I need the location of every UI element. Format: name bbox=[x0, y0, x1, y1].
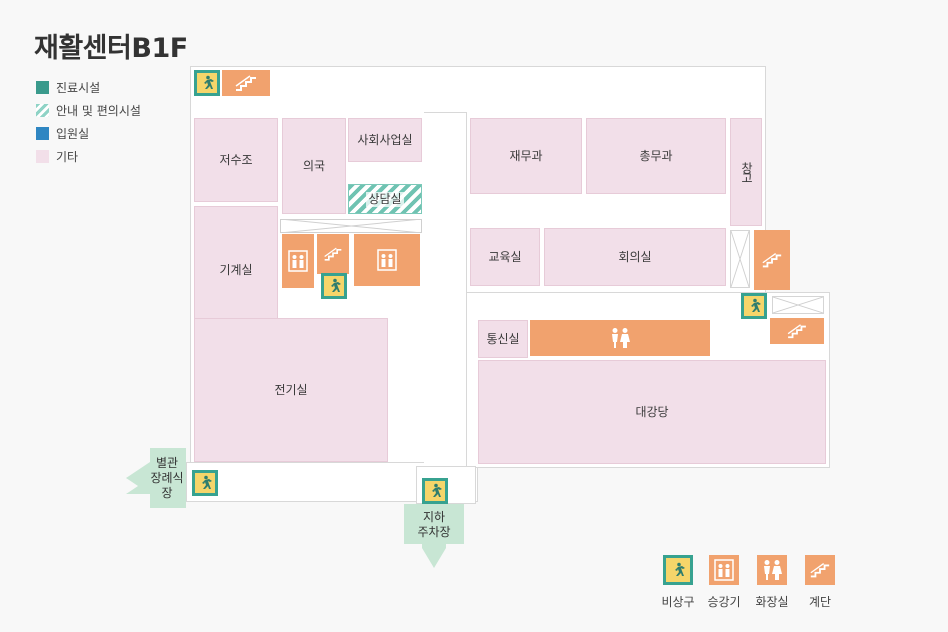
legend-item-clinic: 진료시설 bbox=[36, 76, 141, 99]
legend-item-info: 안내 및 편의시설 bbox=[36, 99, 141, 122]
emergency-exit-bottom-left[interactable] bbox=[192, 470, 218, 496]
room-social[interactable]: 사회사업실 bbox=[348, 118, 422, 162]
restroom[interactable] bbox=[530, 320, 710, 356]
key-label: 화장실 bbox=[755, 595, 789, 609]
stairs-icon bbox=[235, 75, 256, 91]
emergency-exit-center[interactable] bbox=[321, 273, 347, 299]
restroom-icon bbox=[612, 328, 630, 348]
emergency-exit-right[interactable] bbox=[741, 293, 767, 319]
stairs-top-left[interactable] bbox=[222, 70, 270, 96]
stairs-right[interactable] bbox=[754, 230, 790, 290]
room-label: 창고 bbox=[739, 162, 754, 182]
legend-item-ward: 입원실 bbox=[36, 122, 141, 145]
stairs-icon bbox=[787, 324, 806, 339]
arrow-down-icon bbox=[404, 504, 464, 568]
running-person-icon bbox=[204, 75, 214, 89]
key-label: 비상구 bbox=[661, 595, 695, 609]
room-counsel[interactable]: 상담실 bbox=[348, 184, 422, 214]
stairs-lower-right[interactable] bbox=[770, 318, 824, 344]
room-meeting[interactable]: 회의실 bbox=[544, 228, 726, 286]
elevator-icon bbox=[288, 250, 308, 272]
key-exit: 비상구 bbox=[658, 555, 698, 610]
room-label: 의국 bbox=[302, 158, 326, 173]
room-comm[interactable]: 통신실 bbox=[478, 320, 528, 358]
room-label: 회의실 bbox=[618, 249, 652, 264]
room-label: 재무과 bbox=[509, 148, 543, 163]
legend-swatch-info bbox=[36, 104, 49, 117]
key-stairs-box bbox=[805, 555, 835, 585]
direction-annex[interactable]: 별관 장례식장 bbox=[126, 448, 186, 508]
legend-label: 안내 및 편의시설 bbox=[56, 104, 141, 118]
floor-center-corridor bbox=[424, 112, 470, 468]
stairs-icon bbox=[762, 253, 782, 268]
crossing-corridor bbox=[279, 218, 423, 234]
running-person-icon bbox=[331, 278, 341, 292]
legend-swatch-other bbox=[36, 150, 49, 163]
running-person-icon bbox=[202, 475, 212, 489]
room-uiguk[interactable]: 의국 bbox=[282, 118, 346, 214]
key-restroom: 화장실 bbox=[752, 555, 792, 610]
elevator-icon bbox=[714, 559, 734, 581]
room-label: 기계실 bbox=[219, 262, 253, 277]
direction-parking[interactable]: 지하 주차장 bbox=[404, 504, 464, 568]
elevator-left[interactable] bbox=[282, 234, 314, 288]
elevator-icon bbox=[377, 249, 397, 271]
room-label: 사회사업실 bbox=[357, 132, 413, 147]
key-label: 계단 bbox=[808, 595, 832, 609]
room-storage[interactable]: 창고 bbox=[730, 118, 762, 226]
room-label: 총무과 bbox=[639, 148, 673, 163]
shaft-cross bbox=[773, 297, 823, 313]
stairs-center[interactable] bbox=[317, 234, 349, 274]
running-person-icon bbox=[432, 483, 442, 497]
emergency-exit-top-left[interactable] bbox=[194, 70, 220, 96]
legend-label: 진료시설 bbox=[56, 81, 101, 95]
room-label: 저수조 bbox=[219, 152, 253, 167]
key-elevator: 승강기 bbox=[704, 555, 744, 610]
direction-label: 지하 주차장 bbox=[417, 510, 451, 539]
running-person-icon bbox=[675, 562, 685, 576]
shaft-cross bbox=[731, 231, 749, 287]
key-elevator-box bbox=[709, 555, 739, 585]
emergency-exit-bottom-center[interactable] bbox=[422, 478, 448, 504]
room-education[interactable]: 교육실 bbox=[470, 228, 540, 286]
room-general[interactable]: 총무과 bbox=[586, 118, 726, 194]
legend-item-other: 기타 bbox=[36, 145, 141, 168]
restroom-icon bbox=[764, 560, 782, 580]
stairs-icon bbox=[324, 247, 342, 261]
room-finance[interactable]: 재무과 bbox=[470, 118, 582, 194]
room-jeosujo[interactable]: 저수조 bbox=[194, 118, 278, 202]
room-label: 전기실 bbox=[274, 382, 308, 397]
room-label: 상담실 bbox=[366, 191, 404, 207]
legend: 진료시설 안내 및 편의시설 입원실 기타 bbox=[36, 76, 141, 168]
key-restroom-box bbox=[757, 555, 787, 585]
room-label: 대강당 bbox=[635, 404, 669, 419]
legend-label: 입원실 bbox=[56, 127, 90, 141]
legend-swatch-ward bbox=[36, 127, 49, 140]
key-label: 승강기 bbox=[707, 595, 741, 609]
direction-label: 별관 장례식장 bbox=[150, 455, 184, 500]
room-label: 통신실 bbox=[486, 331, 520, 346]
shaft-right bbox=[730, 230, 750, 288]
page-title: 재활센터B1F bbox=[34, 33, 188, 64]
legend-swatch-clinic bbox=[36, 81, 49, 94]
shaft-lower-right bbox=[772, 296, 824, 314]
room-machine[interactable]: 기계실 bbox=[194, 206, 278, 334]
stairs-icon bbox=[810, 563, 830, 578]
corridor-hatch bbox=[279, 218, 423, 234]
legend-label: 기타 bbox=[56, 150, 79, 164]
key-stairs: 계단 bbox=[800, 555, 840, 610]
room-label: 교육실 bbox=[488, 249, 522, 264]
arrow-left-icon bbox=[126, 448, 186, 508]
floor-corridor-top bbox=[190, 66, 766, 116]
key-exit-box bbox=[663, 555, 693, 585]
room-electric[interactable]: 전기실 bbox=[194, 318, 388, 462]
elevator-right[interactable] bbox=[354, 234, 420, 286]
room-auditorium[interactable]: 대강당 bbox=[478, 360, 826, 464]
running-person-icon bbox=[751, 298, 761, 312]
